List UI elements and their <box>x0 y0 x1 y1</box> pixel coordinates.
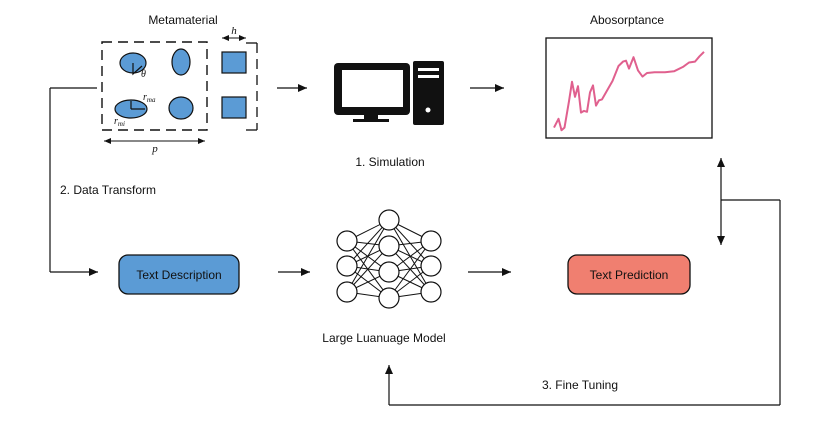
absorptance-series-line-0 <box>553 51 705 132</box>
theta-indicator <box>132 63 143 76</box>
metamaterial-title: Metamaterial <box>148 13 217 27</box>
monitor-screen <box>342 70 403 107</box>
nn-node-layer-1 <box>378 209 400 231</box>
simulation-label: 1. Simulation <box>355 155 424 169</box>
nn-node-layer-0 <box>336 255 358 277</box>
llm-label: Large Luanuage Model <box>322 331 445 345</box>
data-transform-label: 2. Data Transform <box>60 183 156 197</box>
nn-node-layer-0 <box>336 230 358 252</box>
h-symbol: h <box>231 25 237 37</box>
nn-node-layer-2 <box>420 255 442 277</box>
metamaterial-unit-cell: θ rma rmi p <box>101 41 208 155</box>
radius-indicator <box>130 101 145 110</box>
unit-cell-dashed-border <box>101 41 208 131</box>
fine-tuning-label: 3. Fine Tuning <box>542 378 618 392</box>
theta-symbol: θ <box>141 69 146 80</box>
absorptance-chart <box>553 51 705 132</box>
text-prediction-box <box>567 254 691 295</box>
absorptance-title: Abosorptance <box>590 13 664 27</box>
nn-node-layer-0 <box>336 281 358 303</box>
nn-connection <box>346 219 390 293</box>
monitor-stand <box>353 119 389 122</box>
r-ma-symbol: rma <box>143 92 156 104</box>
nn-node-layer-1 <box>378 261 400 283</box>
nn-node-layer-1 <box>378 287 400 309</box>
text-prediction-label: Text Prediction <box>590 268 669 282</box>
ellipse-vertical <box>171 48 191 76</box>
desktop-computer-icon <box>334 61 444 125</box>
side-block-bottom <box>221 96 247 119</box>
ellipse-round <box>168 96 194 120</box>
nn-node-layer-2 <box>420 230 442 252</box>
tower-slot-2 <box>418 75 439 78</box>
text-description-box <box>118 254 240 295</box>
tower-slot-1 <box>418 68 439 71</box>
metamaterial-side-view: h <box>221 25 258 131</box>
neural-network-icon <box>336 209 442 309</box>
nn-node-layer-1 <box>378 235 400 257</box>
nn-connection <box>388 240 432 299</box>
p-symbol: p <box>151 143 158 155</box>
side-block-top <box>221 51 247 74</box>
tower-power-button <box>425 107 431 113</box>
text-description-label: Text Description <box>136 268 221 282</box>
monitor-neck <box>364 115 378 121</box>
nn-node-layer-2 <box>420 281 442 303</box>
r-mi-symbol: rmi <box>114 116 125 128</box>
